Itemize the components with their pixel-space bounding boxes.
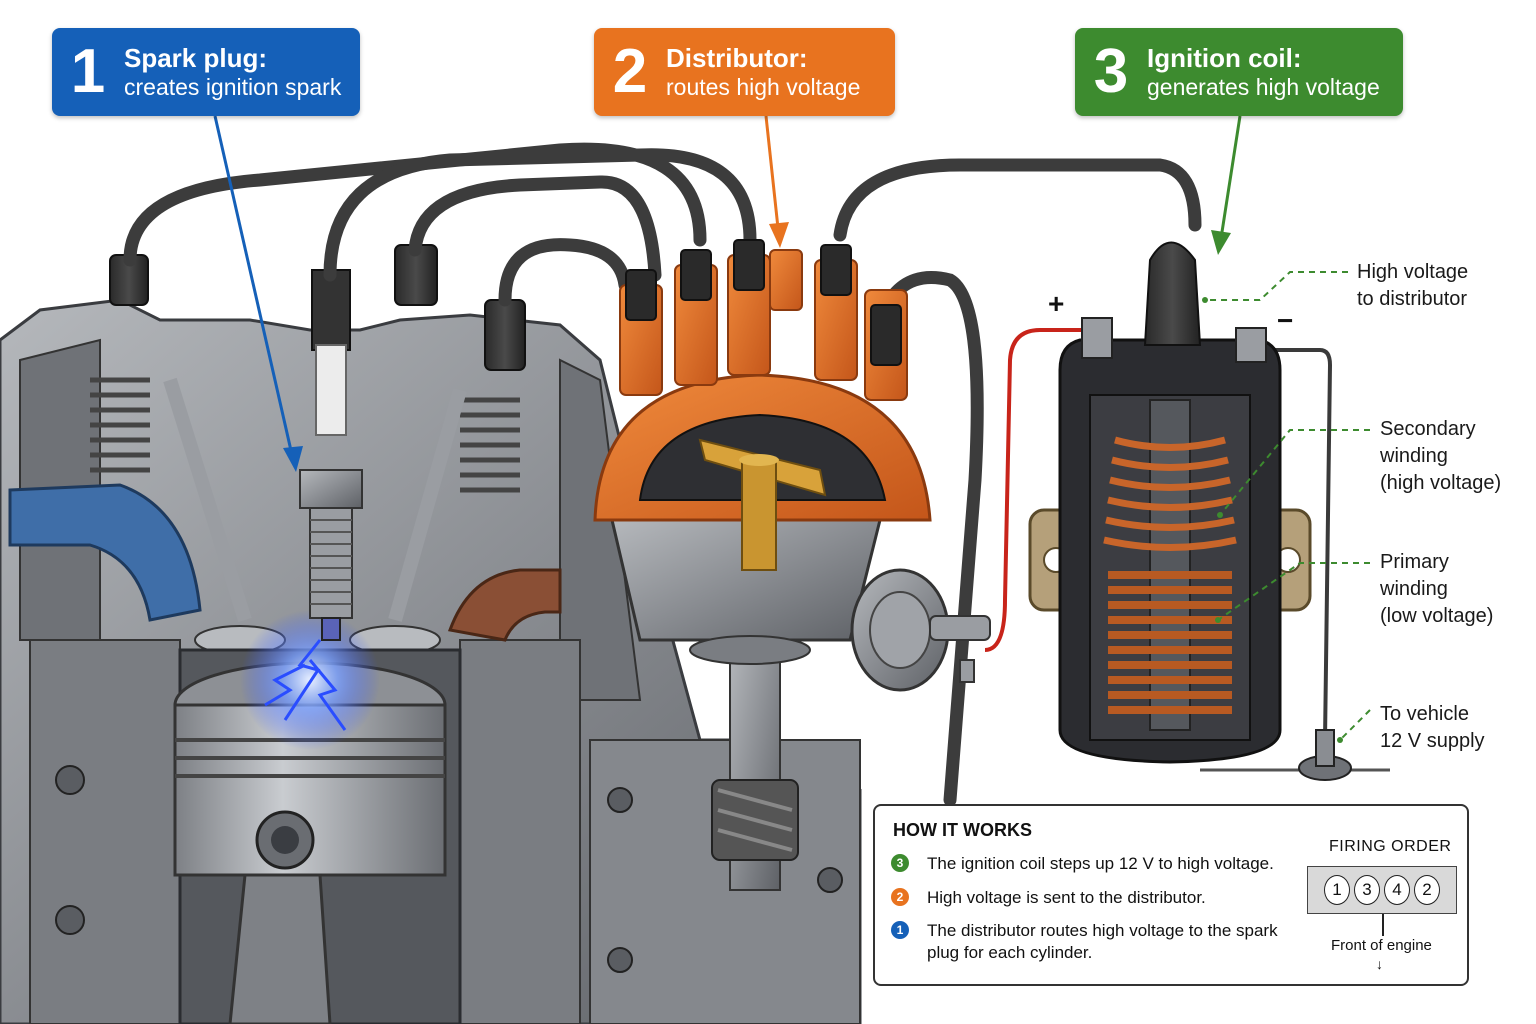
how-step: 1 The distributor routes high voltage to…: [891, 920, 1291, 964]
step-text: The ignition coil steps up 12 V to high …: [927, 854, 1274, 873]
exhaust-valve: [349, 388, 467, 655]
callout-arrow-spark-plug: [213, 115, 303, 472]
supply-terminal: [1298, 729, 1352, 781]
firing-cylinder: 3: [1354, 875, 1380, 905]
firing-order-diagram: 1 3 4 2: [1307, 866, 1457, 914]
firing-cylinder: 1: [1324, 875, 1350, 905]
distributor-gear: [711, 779, 799, 861]
plug-boots: [109, 244, 526, 371]
cap-wire-ends: [625, 239, 902, 366]
negative-wire: [1270, 348, 1333, 741]
leader-lines: [1205, 271, 1371, 741]
callout-number: 1: [70, 37, 106, 106]
negative-terminal-label: −: [1277, 305, 1294, 336]
coil-terminals: [1081, 317, 1267, 363]
leader-dots: [1202, 297, 1343, 743]
primary-winding: [1108, 571, 1232, 714]
ignition-spark: [240, 610, 380, 750]
callout-title: Ignition coil:: [1147, 42, 1302, 73]
callout-spark-plug: 1 Spark plug: creates ignition spark: [52, 28, 360, 116]
label-line: Secondary: [1380, 418, 1476, 440]
firing-order-connector: [1382, 914, 1384, 936]
how-it-works-title: HOW IT WORKS: [893, 820, 1032, 840]
ignition-coil: [1028, 241, 1312, 764]
label-line: To vehicle: [1380, 703, 1469, 725]
how-step: 3 The ignition coil steps up 12 V to hig…: [891, 853, 1291, 875]
intake-port: [8, 483, 202, 622]
positive-terminal-label: +: [1048, 288, 1065, 319]
label-line: winding: [1380, 578, 1448, 600]
right-valve-spring: [460, 397, 520, 493]
down-arrow-icon: ↓: [1376, 956, 1383, 972]
front-of-engine-label: Front of engine: [1331, 937, 1432, 954]
exhaust-port: [447, 568, 562, 642]
label-line: (low voltage): [1380, 605, 1494, 627]
step-text: The distributor routes high voltage to t…: [927, 921, 1278, 962]
coil-tower: [1143, 241, 1202, 346]
vacuum-advance: [850, 568, 991, 692]
callout-distributor: 2 Distributor: routes high voltage: [594, 28, 895, 116]
label-line: 12 V supply: [1380, 730, 1485, 752]
step-number-badge: 1: [891, 921, 909, 939]
coil-core: [1149, 399, 1191, 731]
label-line: to distributor: [1357, 288, 1468, 310]
label-primary-winding: Primary winding (low voltage): [1380, 549, 1493, 630]
label-high-voltage-to-distributor: High voltage to distributor: [1357, 259, 1468, 313]
step-number-badge: 3: [891, 854, 909, 872]
how-it-works-panel: HOW IT WORKS 3 The ignition coil steps u…: [873, 804, 1469, 986]
callout-subtitle: routes high voltage: [666, 73, 861, 100]
secondary-winding: [1103, 436, 1237, 551]
callout-title: Spark plug:: [124, 42, 268, 73]
step-number-badge: 2: [891, 888, 909, 906]
callout-subtitle: generates high voltage: [1147, 73, 1380, 100]
how-step: 2 High voltage is sent to the distributo…: [891, 887, 1291, 909]
label-line: (high voltage): [1380, 472, 1502, 494]
spark-plug-wires: [123, 142, 1202, 807]
label-line: Primary: [1380, 551, 1449, 573]
callout-arrow-coil: [1211, 115, 1242, 255]
positive-wire: [984, 328, 1085, 652]
step-text: High voltage is sent to the distributor.: [927, 888, 1206, 907]
label-line: High voltage: [1357, 261, 1469, 283]
left-valve-spring: [90, 377, 150, 473]
label-vehicle-supply: To vehicle 12 V supply: [1380, 701, 1485, 755]
firing-cylinder: 2: [1414, 875, 1440, 905]
callout-ignition-coil: 3 Ignition coil: generates high voltage: [1075, 28, 1403, 116]
label-secondary-winding: Secondary winding (high voltage): [1380, 416, 1501, 497]
callout-number: 2: [612, 37, 648, 106]
callout-arrow-distributor: [764, 115, 789, 248]
firing-cylinder: 4: [1384, 875, 1410, 905]
rotor-arm: [698, 438, 827, 571]
spark-plug: [299, 269, 363, 641]
callout-subtitle: creates ignition spark: [124, 73, 342, 100]
firing-order-title: FIRING ORDER: [1329, 838, 1452, 855]
callout-number: 3: [1093, 37, 1129, 106]
callout-title: Distributor:: [666, 42, 808, 73]
label-line: winding: [1380, 445, 1448, 467]
distributor: [593, 239, 991, 891]
